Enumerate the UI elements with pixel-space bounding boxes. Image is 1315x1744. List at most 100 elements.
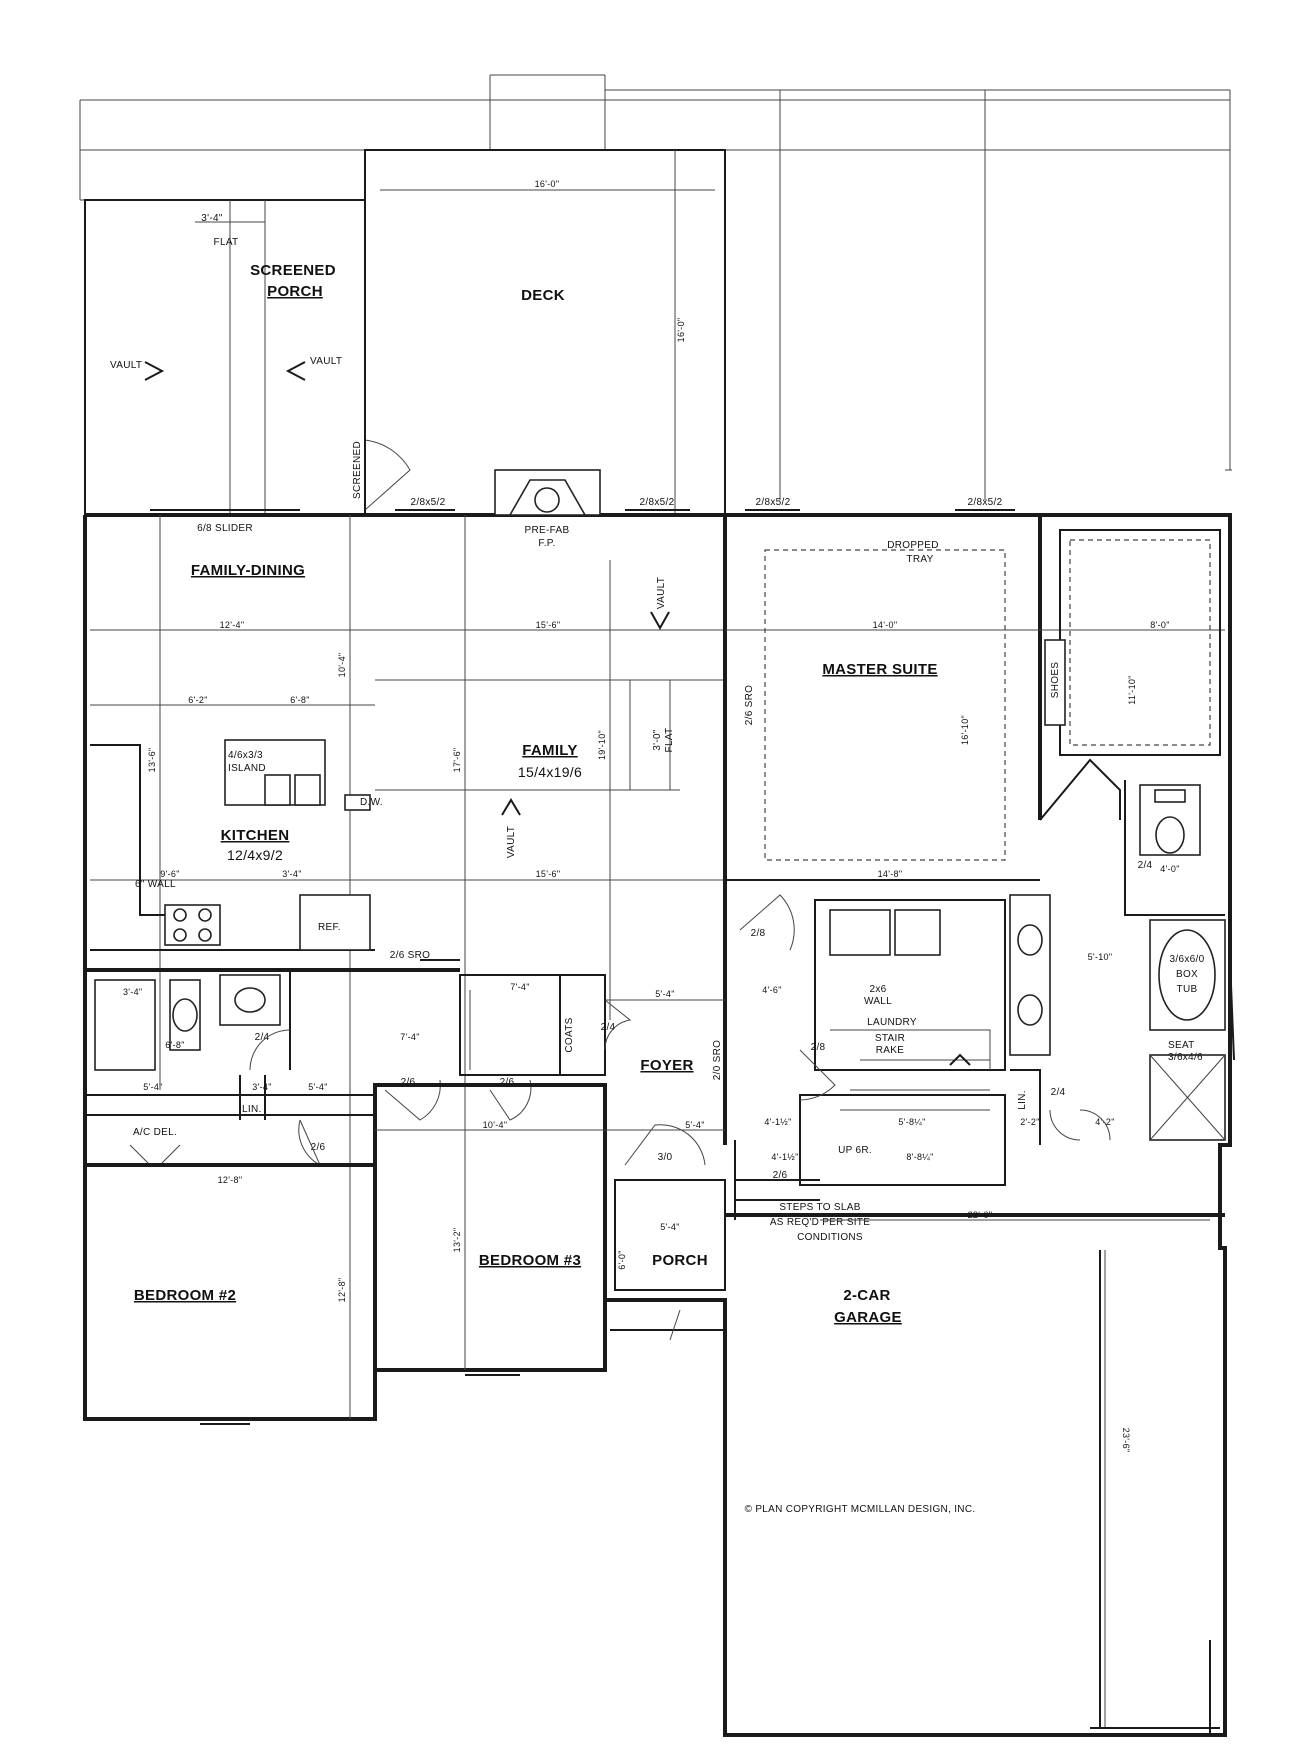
dim-bath-depth: 11'-10"	[1127, 675, 1137, 704]
deck-label: DECK	[521, 287, 565, 304]
dim-fd-depth: 10'-4"	[337, 653, 347, 678]
wall-6-label: 6" WALL	[135, 879, 176, 890]
vault-family-arrow-icon	[501, 798, 521, 816]
door-label-26-a: 2/6	[311, 1142, 326, 1153]
master-suite: DROPPED TRAY MASTER SUITE 14'-0" 16'-10"…	[723, 515, 1225, 1145]
dim-foyer: 5'-4"	[655, 989, 674, 999]
steps-note-2: AS REQ'D PER SITE	[770, 1217, 870, 1228]
door-label-26-stair: 2/6	[773, 1170, 788, 1181]
bedroom3-label: BEDROOM #3	[479, 1252, 581, 1269]
dim-master-depth: 16'-10"	[960, 715, 970, 745]
door-label-28-laundry: 2/8	[811, 1042, 826, 1053]
dim-kitchen-left: 6'-2"	[188, 695, 207, 705]
door-label-bath-24: 2/4	[1138, 860, 1153, 871]
vault-left-arrow-icon	[285, 361, 306, 381]
bedroom2-label: BEDROOM #2	[134, 1287, 236, 1304]
steps-note-3: CONDITIONS	[797, 1232, 863, 1243]
island-label-2: ISLAND	[228, 763, 266, 774]
dim-master-lower: 14'-8"	[878, 869, 903, 879]
dropped-tray-label-2: TRAY	[906, 554, 933, 565]
deck-depth-dim: 16'-0"	[676, 318, 686, 343]
dim-hall1: 3'-4"	[282, 869, 301, 879]
tub-label-2: BOX	[1176, 969, 1198, 980]
dim-kitchen-right: 6'-8"	[290, 695, 309, 705]
dim-hall2: 3'-4"	[252, 1082, 271, 1092]
dim-stair4: 4'-1½"	[771, 1152, 798, 1162]
dim-bath-d: 4'-0"	[1160, 864, 1179, 874]
dim-bed3-depth: 13'-2"	[452, 1228, 462, 1253]
family-dining-label: FAMILY-DINING	[191, 562, 305, 579]
door-label-28-hall: 2/8	[751, 928, 766, 939]
dim-stair1: 4'-1½"	[764, 1117, 791, 1127]
dim-family-width: 15'-6"	[536, 620, 561, 630]
dim-closet: 7'-4"	[510, 982, 529, 992]
laundry-label: LAUNDRY	[867, 1017, 917, 1028]
family-label: FAMILY	[522, 742, 577, 759]
dim-family-lower: 15'-6"	[536, 869, 561, 879]
door-label-3: 2/8x5/2	[756, 497, 791, 508]
tub-label-3: TUB	[1177, 984, 1198, 995]
dim-bath-a: 5'-10"	[1088, 952, 1113, 962]
screened-porch-label-1: SCREENED	[250, 262, 336, 279]
dim-garage-depth: 23'-6"	[1121, 1428, 1131, 1453]
dim-foyer-lower: 5'-4"	[685, 1120, 704, 1130]
main-living-lines: REF. D.W. 6" WALL	[90, 515, 725, 1419]
foyer-label: FOYER	[640, 1057, 693, 1074]
porch-label: PORCH	[652, 1252, 708, 1269]
screened-door-label: SCREENED	[352, 441, 363, 499]
fireplace: PRE-FAB F.P.	[494, 469, 601, 549]
vault-upper-arrow-icon	[650, 611, 670, 631]
kitchen-label: KITCHEN	[221, 827, 290, 844]
ref-label: REF.	[318, 922, 341, 933]
door-label-6-sro: 2/6 SRO	[744, 685, 755, 725]
lin-label-master: LIN.	[1017, 1090, 1028, 1110]
dim-bath-c: 2'-2"	[1020, 1117, 1039, 1127]
door-label-1: 2/8x5/2	[411, 497, 446, 508]
dim-hall7: 5'-4"	[143, 1082, 162, 1092]
dim-master-width: 14'-0"	[873, 620, 898, 630]
seat-label-1: SEAT	[1168, 1040, 1195, 1051]
dim-bed3-width: 10'-4"	[483, 1120, 508, 1130]
dim-bath-b: 4'-2"	[1095, 1117, 1114, 1127]
dw-label: D.W.	[360, 797, 383, 808]
screened-door-swing	[364, 439, 411, 511]
door-label-26-c: 2/6	[500, 1077, 515, 1088]
dim-hall6: 6'-8"	[165, 1040, 184, 1050]
family-size-label: 15/4x19/6	[518, 764, 582, 780]
flat-family-label-2: FLAT	[664, 728, 675, 753]
bedrooms: 12'-8" 12'-8" BEDROOM #2 10'-4" 13'-2" B…	[85, 989, 726, 1419]
garage: STEPS TO SLAB AS REQ'D PER SITE CONDITIO…	[725, 1140, 1225, 1735]
dim-bed2-depth: 12'-8"	[337, 1278, 347, 1303]
dim-family-depth: 17'-6"	[452, 748, 462, 773]
coats-label: COATS	[564, 1017, 575, 1052]
kitchen-size-label: 12/4x9/2	[227, 847, 283, 863]
vault-upper-label: VAULT	[656, 577, 667, 609]
door-label-26-b: 2/6	[401, 1077, 416, 1088]
dim-kitchen-depth: 13'-6"	[147, 748, 157, 773]
ac-del-label: A/C DEL.	[133, 1127, 177, 1138]
seat-label-2: 3/6x4/6	[1168, 1052, 1203, 1063]
prefab-label-1: PRE-FAB	[525, 525, 570, 536]
door-label-26-sro: 2/6 SRO	[390, 950, 430, 961]
flat-family-label-1: 3'-0"	[652, 729, 663, 751]
garage-label-2: GARAGE	[834, 1309, 902, 1326]
dim-hall3: 5'-4"	[308, 1082, 327, 1092]
dropped-tray-label-1: DROPPED	[887, 540, 939, 551]
door-label-20-sro: 2/0 SRO	[712, 1040, 723, 1080]
tub-label-1: 3/6x6/0	[1170, 954, 1205, 965]
door-label-2: 2/8x5/2	[640, 497, 675, 508]
wall-2x6-label-2: WALL	[864, 996, 892, 1007]
stair-up-arrow-icon	[949, 1053, 971, 1066]
dim-bath-sink: 3'-4"	[123, 987, 142, 997]
up-label: UP 6R.	[838, 1145, 872, 1156]
top-reference-lines	[79, 74, 1232, 500]
stair-rake-label-1: STAIR	[875, 1033, 905, 1044]
door-label-24-bath: 2/4	[255, 1032, 270, 1043]
vault-right-arrow-icon	[144, 361, 165, 381]
master-bath: 8'-0" 11'-10" SHOES 4'-0" 2/4 3/6x6/0 BO…	[1009, 529, 1226, 1145]
dim-kitchen-lower: 9'-6"	[160, 869, 179, 879]
flat-label-top: 3'-4"	[201, 213, 223, 224]
flat-label-bottom: FLAT	[214, 237, 239, 248]
garage-label-1: 2-CAR	[843, 1287, 890, 1304]
